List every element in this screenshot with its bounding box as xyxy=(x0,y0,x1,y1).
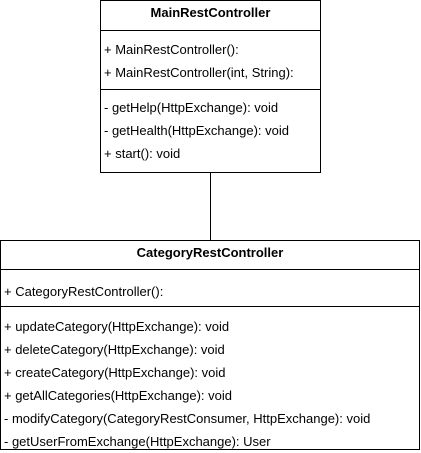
constructor-item: + MainRestController(int, String): xyxy=(104,65,294,80)
method-item: - getUserFromExchange(HttpExchange): Use… xyxy=(4,434,271,449)
constructor-item: + MainRestController(): xyxy=(104,42,239,57)
category-rest-controller-class[interactable]: CategoryRestController + CategoryRestCon… xyxy=(0,240,420,450)
methods-compartment: - getHelp(HttpExchange): void - getHealt… xyxy=(101,90,320,165)
method-item: - modifyCategory(CategoryRestConsumer, H… xyxy=(4,411,371,426)
association-line xyxy=(210,173,211,240)
method-item: + createCategory(HttpExchange): void xyxy=(4,365,226,380)
method-item: + updateCategory(HttpExchange): void xyxy=(4,319,230,334)
class-name-category-rest-controller: CategoryRestController xyxy=(1,241,419,270)
method-item: - getHealth(HttpExchange): void xyxy=(104,123,289,138)
method-item: - getHelp(HttpExchange): void xyxy=(104,100,279,115)
methods-compartment: + updateCategory(HttpExchange): void + d… xyxy=(1,307,419,453)
constructor-item: + CategoryRestController(): xyxy=(4,284,164,299)
constructors-compartment: + MainRestController(): + MainRestContro… xyxy=(101,31,320,90)
method-item: + deleteCategory(HttpExchange): void xyxy=(4,342,225,357)
class-name-main-rest-controller: MainRestController xyxy=(101,1,320,31)
main-rest-controller-class[interactable]: MainRestController + MainRestController(… xyxy=(100,0,321,173)
method-item: + start(): void xyxy=(104,146,181,161)
constructors-compartment: + CategoryRestController(): xyxy=(1,270,419,307)
method-item: + getAllCategories(HttpExchange): void xyxy=(4,388,232,403)
